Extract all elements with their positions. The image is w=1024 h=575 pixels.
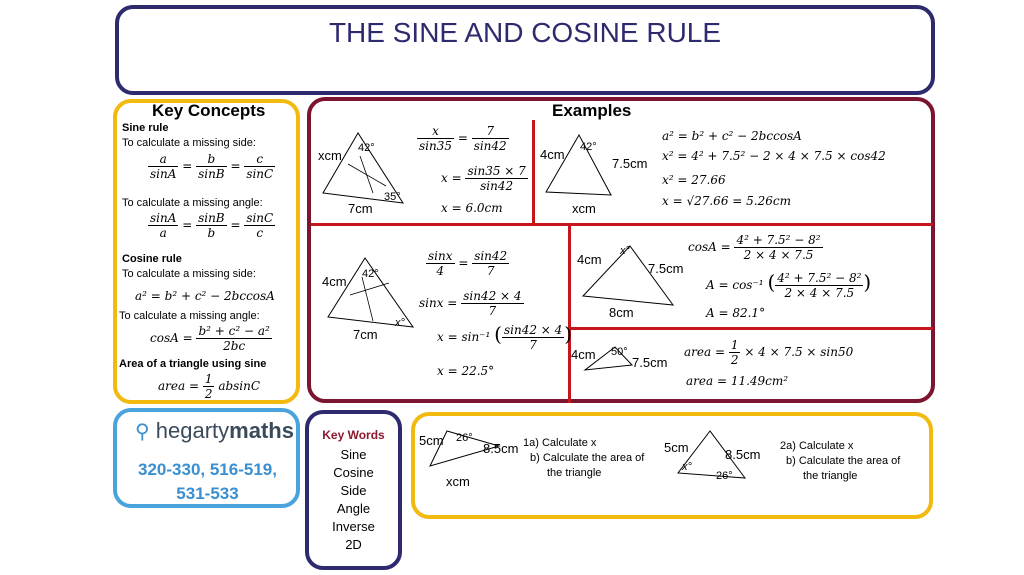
ex4-step3: A = 82.1° <box>706 306 766 320</box>
questions-panel <box>411 412 933 519</box>
logo-hegarty: hegarty <box>155 418 230 443</box>
cosine-side-formula: a² = b² + c² − 2bccosA <box>135 289 275 303</box>
ex5-side-4: 4cm <box>571 347 596 362</box>
ex3-step4: x = 22.5° <box>437 364 495 378</box>
compass-icon: ⚲ <box>135 421 150 443</box>
ex1-side-x: xcm <box>318 148 342 163</box>
q1-part-a: 1a) Calculate x <box>523 437 597 449</box>
key-word-item: 2D <box>345 537 362 552</box>
ex2-step2: x² = 4² + 7.5² − 2 × 4 × 7.5 × cos42 <box>662 149 886 163</box>
ex5-angle-50: 50° <box>611 346 628 358</box>
cosine-missing-side-label: To calculate a missing side: <box>122 268 256 280</box>
q1-side-5: 5cm <box>419 433 444 448</box>
area-sine-label: Area of a triangle using sine <box>119 358 267 370</box>
examples-divider-vertical-top <box>532 120 535 224</box>
ex3-side-4: 4cm <box>322 274 347 289</box>
sine-missing-angle-label: To calculate a missing angle: <box>122 197 263 209</box>
ex3-side-7: 7cm <box>353 327 378 342</box>
q2-angle-x: x° <box>682 461 692 473</box>
q1-side-x: xcm <box>446 474 470 489</box>
key-concepts-heading: Key Concepts <box>152 101 266 120</box>
key-word-item: Sine <box>340 447 367 462</box>
example5-triangle <box>583 346 634 371</box>
example2-triangle <box>545 133 612 196</box>
cosine-rule-label: Cosine rule <box>122 253 182 265</box>
example1-triangle <box>322 132 404 204</box>
hegartymaths-codes: 320-330, 516-519, 531-533 <box>117 458 298 506</box>
ex2-step3: x² = 27.66 <box>662 173 726 187</box>
ex2-side-x: xcm <box>572 201 596 216</box>
question1-triangle <box>429 430 501 467</box>
example4-triangle <box>581 245 675 306</box>
page-title: THE SINE AND COSINE RULE <box>328 17 722 48</box>
ex2-step4: x = √27.66 = 5.26cm <box>662 194 791 208</box>
ex1-side-7: 7cm <box>348 201 373 216</box>
key-word-item: Cosine <box>333 465 374 480</box>
examples-divider-horizontal <box>311 223 933 226</box>
key-word-item: Inverse <box>332 519 375 534</box>
key-words-list: Sine Cosine Side Angle Inverse 2D <box>305 446 402 554</box>
key-words-heading: Key Words <box>322 428 385 442</box>
ex2-side-4: 4cm <box>540 147 565 162</box>
q2-part-b: b) Calculate the area of <box>786 455 901 467</box>
ex4-side-8: 8cm <box>609 305 634 320</box>
codes-line2: 531-533 <box>176 484 239 503</box>
ex1-angle-42: 42° <box>358 142 375 154</box>
q1-part-b: b) Calculate the area of <box>530 452 645 464</box>
q2-part-b-cont: the triangle <box>803 470 858 482</box>
q1-part-b-cont: the triangle <box>547 467 602 479</box>
ex2-angle-42: 42° <box>580 141 597 153</box>
hegartymaths-logo: ⚲ hegartymaths <box>135 418 294 444</box>
ex4-side-4: 4cm <box>577 252 602 267</box>
ex2-step1: a² = b² + c² − 2bccosA <box>662 129 802 143</box>
title-panel: THE SINE AND COSINE RULE <box>115 5 935 95</box>
ex1-step3: x = 6.0cm <box>441 201 503 215</box>
key-words-panel <box>305 410 402 570</box>
q1-side-85: 8.5cm <box>483 441 519 456</box>
ex3-angle-x: x° <box>395 317 405 329</box>
sine-missing-side-label: To calculate a missing side: <box>122 137 256 149</box>
q2-side-85: 8.5cm <box>725 447 761 462</box>
examples-heading: Examples <box>552 101 632 120</box>
ex3-angle-42: 42° <box>362 268 379 280</box>
examples-divider-vertical-bottom <box>568 225 571 403</box>
hegartymaths-panel <box>113 408 300 508</box>
cosine-missing-angle-label: To calculate a missing angle: <box>119 310 260 322</box>
key-word-item: Angle <box>336 501 371 516</box>
key-word-item: Side <box>340 483 367 498</box>
ex5-step2: area = 11.49cm² <box>686 374 789 388</box>
q2-side-5: 5cm <box>664 440 689 455</box>
question2-triangle <box>677 430 747 479</box>
examples-panel <box>307 97 935 403</box>
ex4-side-75: 7.5cm <box>648 261 684 276</box>
key-concepts-panel <box>113 99 300 404</box>
q2-angle-26: 26° <box>716 470 733 482</box>
q2-part-a: 2a) Calculate x <box>780 440 854 452</box>
example3-triangle <box>327 257 415 328</box>
examples-divider-horizontal-right <box>570 327 933 330</box>
q1-angle-26: 26° <box>456 432 473 444</box>
codes-line1: 320-330, 516-519, <box>138 460 277 479</box>
logo-maths: maths <box>229 418 294 443</box>
ex4-angle-x: x° <box>620 245 630 257</box>
ex1-angle-35: 35° <box>384 191 401 203</box>
sine-rule-label: Sine rule <box>122 122 169 134</box>
ex5-side-75: 7.5cm <box>632 355 668 370</box>
ex2-side-75: 7.5cm <box>612 156 648 171</box>
